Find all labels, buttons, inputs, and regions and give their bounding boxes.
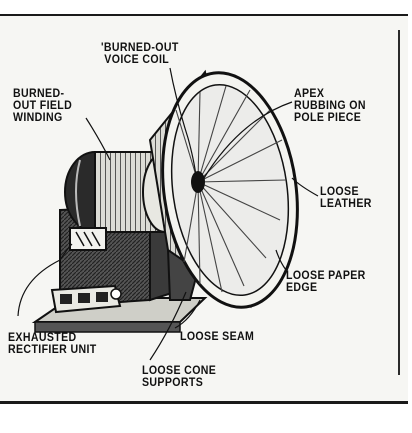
callout-apex-rubbing: APEX RUBBING ON POLE PIECE	[294, 88, 366, 124]
callout-burned-out-voice-coil: 'BURNED-OUT VOICE COIL	[101, 42, 179, 66]
speaker-cone	[161, 71, 299, 309]
callout-leader-lines	[17, 67, 319, 361]
callout-loose-cone-supports: LOOSE CONE SUPPORTS	[142, 365, 217, 389]
callout-loose-seam: LOOSE SEAM	[180, 331, 255, 343]
callout-loose-leather: LOOSE LEATHER	[320, 186, 372, 210]
callout-burned-out-field-winding: BURNED- OUT FIELD WINDING	[13, 88, 73, 124]
panel-right-edge	[398, 30, 400, 375]
callout-exhausted-rectifier: EXHAUSTED RECTIFIER UNIT	[8, 332, 97, 356]
rectifier-tube	[69, 227, 107, 251]
rectifier-unit	[50, 284, 122, 314]
callout-loose-paper-edge: LOOSE PAPER EDGE	[286, 270, 366, 294]
